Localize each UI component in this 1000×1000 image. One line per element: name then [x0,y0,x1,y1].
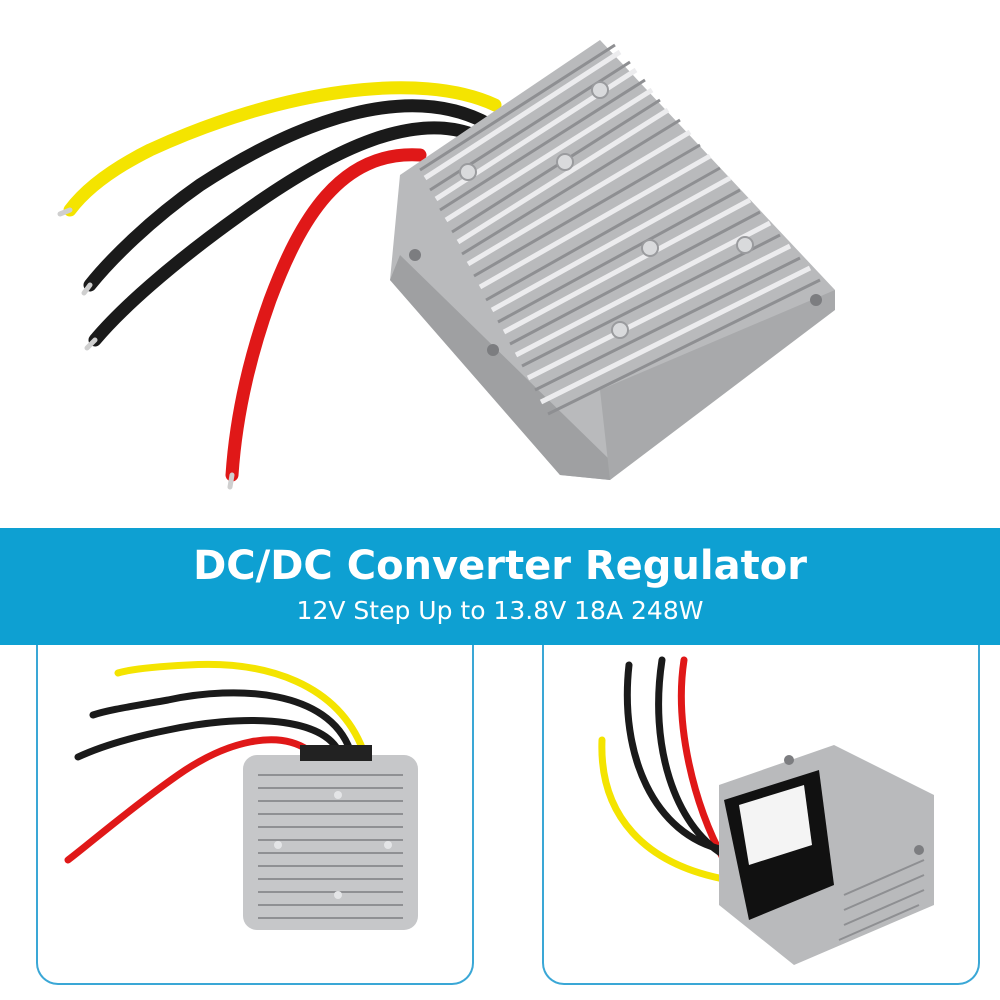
converter-body [390,40,835,480]
banner-subtitle: 12V Step Up to 13.8V 18A 248W [296,596,704,625]
wires [57,81,502,490]
right-product-panel [542,645,980,985]
banner-title: DC/DC Converter Regulator [193,543,807,589]
title-banner: DC/DC Converter Regulator 12V Step Up to… [0,528,1000,645]
hero-product-image [57,40,835,490]
label-converter-body [719,745,934,965]
front-converter-body [243,745,418,930]
left-product-panel [36,645,474,985]
front-view-image [64,660,418,930]
label-view-image [598,656,934,965]
